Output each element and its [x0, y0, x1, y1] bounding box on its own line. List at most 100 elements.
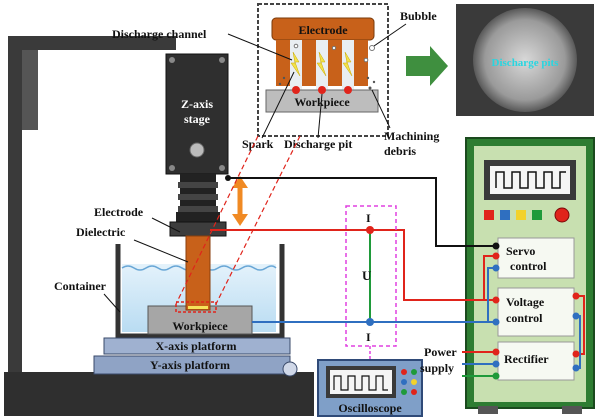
bubble-icon	[369, 45, 375, 51]
debris-leader	[371, 89, 391, 129]
power-knob[interactable]	[554, 207, 570, 223]
bellows	[176, 174, 220, 222]
green-button[interactable]	[532, 210, 542, 220]
discharge-pit-icon	[292, 86, 300, 94]
frame-brace	[22, 50, 38, 130]
control-cabinet: Servo control Voltage control Rectifier	[465, 137, 595, 414]
z-axis-label-2: stage	[184, 112, 211, 126]
discharge-pit-icon	[344, 86, 352, 94]
pulse-waveform	[495, 171, 566, 189]
scope-knob[interactable]	[411, 369, 417, 375]
power-supply-label-1: Power	[424, 345, 457, 359]
screw-icon	[169, 165, 175, 171]
bubble-leader	[373, 23, 407, 47]
spark-icon	[290, 51, 301, 77]
scope-knob[interactable]	[401, 369, 407, 375]
rectifier-box	[497, 341, 575, 381]
y-platform-label: Y-axis platform	[150, 358, 230, 372]
green-right-arrow-icon	[406, 46, 448, 86]
photo-label: Discharge pits	[492, 57, 560, 69]
electrode-leader	[151, 217, 181, 233]
discharge-channel-label: Discharge channel	[112, 27, 207, 41]
z-axis-label-1: Z-axis	[181, 97, 213, 111]
zoom-line-right	[215, 135, 301, 305]
discharge-pit-label: Discharge pit	[284, 137, 352, 151]
spark-icon	[316, 51, 327, 77]
screw-icon	[219, 57, 225, 63]
discharge-pit-leader	[317, 93, 323, 139]
inset-electrode-label: Electrode	[298, 23, 348, 37]
spark-icon	[342, 51, 353, 77]
cabinet-screen-inner	[490, 166, 570, 194]
cabinet-foot	[478, 406, 498, 414]
workpiece-main-label: Workpiece	[172, 319, 228, 333]
dielectric-label: Dielectric	[76, 225, 126, 239]
rectifier-label: Rectifier	[504, 352, 549, 366]
current-top-label: I	[366, 211, 371, 225]
red-button[interactable]	[484, 210, 494, 220]
current-probe-bottom	[366, 318, 374, 326]
screw-icon	[169, 57, 175, 63]
debris-dots	[278, 76, 376, 90]
blue-wire-internal-1	[487, 267, 496, 323]
measurement-box: I U I	[345, 205, 397, 360]
red-wire-main	[210, 229, 496, 301]
zoom-line-left	[175, 135, 259, 305]
spark-label: Spark	[242, 137, 274, 151]
discharge-channel-leader	[227, 33, 293, 61]
container-leader	[103, 293, 121, 313]
frame-arm	[8, 36, 176, 50]
red-wire-internal-1	[483, 255, 496, 301]
servo-label-2: control	[510, 259, 547, 273]
machining-label-1: Machining	[384, 129, 439, 143]
machining-label-2: debris	[384, 144, 416, 158]
oscilloscope: Oscilloscope	[317, 359, 423, 417]
machine-base	[4, 372, 314, 416]
platforms: X-axis platform Y-axis platform	[93, 337, 298, 377]
orange-double-arrow-icon	[232, 176, 248, 226]
container-wall	[115, 244, 285, 339]
current-probe-top	[366, 226, 374, 234]
voltage-control-box	[497, 287, 575, 337]
bubble-label: Bubble	[400, 9, 437, 23]
voltage-label: U	[362, 268, 372, 283]
spark-glow	[188, 306, 208, 309]
discharge-pit-icon	[318, 86, 326, 94]
machine-frame	[4, 36, 314, 416]
x-axis-platform	[103, 337, 291, 355]
electrode-rod	[185, 235, 211, 311]
handwheel-icon	[282, 361, 298, 377]
yellow-button[interactable]	[516, 210, 526, 220]
dielectric-leader	[133, 239, 189, 263]
screw-icon	[219, 165, 225, 171]
voltage-ctrl-label-2: control	[506, 311, 543, 325]
servo-label-1: Servo	[506, 244, 535, 258]
scope-knob[interactable]	[411, 379, 417, 385]
knob-icon	[189, 142, 205, 158]
scope-knob[interactable]	[401, 379, 407, 385]
electrode-side-label: Electrode	[94, 205, 144, 219]
photo-disc	[473, 8, 577, 112]
blue-button[interactable]	[500, 210, 510, 220]
servo-wire	[228, 177, 496, 247]
inset-labels: Discharge channel Bubble Spark Discharge…	[112, 9, 439, 158]
measurement-dashed-box	[345, 205, 397, 347]
x-platform-label: X-axis platform	[156, 339, 237, 353]
power-supply-label-2: supply	[420, 361, 454, 375]
callouts: Electrode Dielectric Container	[54, 205, 189, 313]
z-axis-stage: Z-axis stage	[165, 53, 229, 237]
spark-region-marker	[175, 301, 217, 313]
scope-waveform	[333, 375, 388, 391]
cabinet-foot	[562, 406, 582, 414]
servo-control-box	[497, 237, 575, 279]
scope-knob[interactable]	[411, 389, 417, 395]
voltage-ctrl-label-1: Voltage	[506, 295, 545, 309]
wire-nodes	[225, 175, 580, 380]
spark-leader	[261, 71, 295, 139]
oscilloscope-label: Oscilloscope	[338, 401, 402, 415]
discharge-pits-photo: Discharge pits	[456, 4, 594, 116]
inset-workpiece-label: Workpiece	[294, 95, 350, 109]
scope-knob[interactable]	[401, 389, 407, 395]
